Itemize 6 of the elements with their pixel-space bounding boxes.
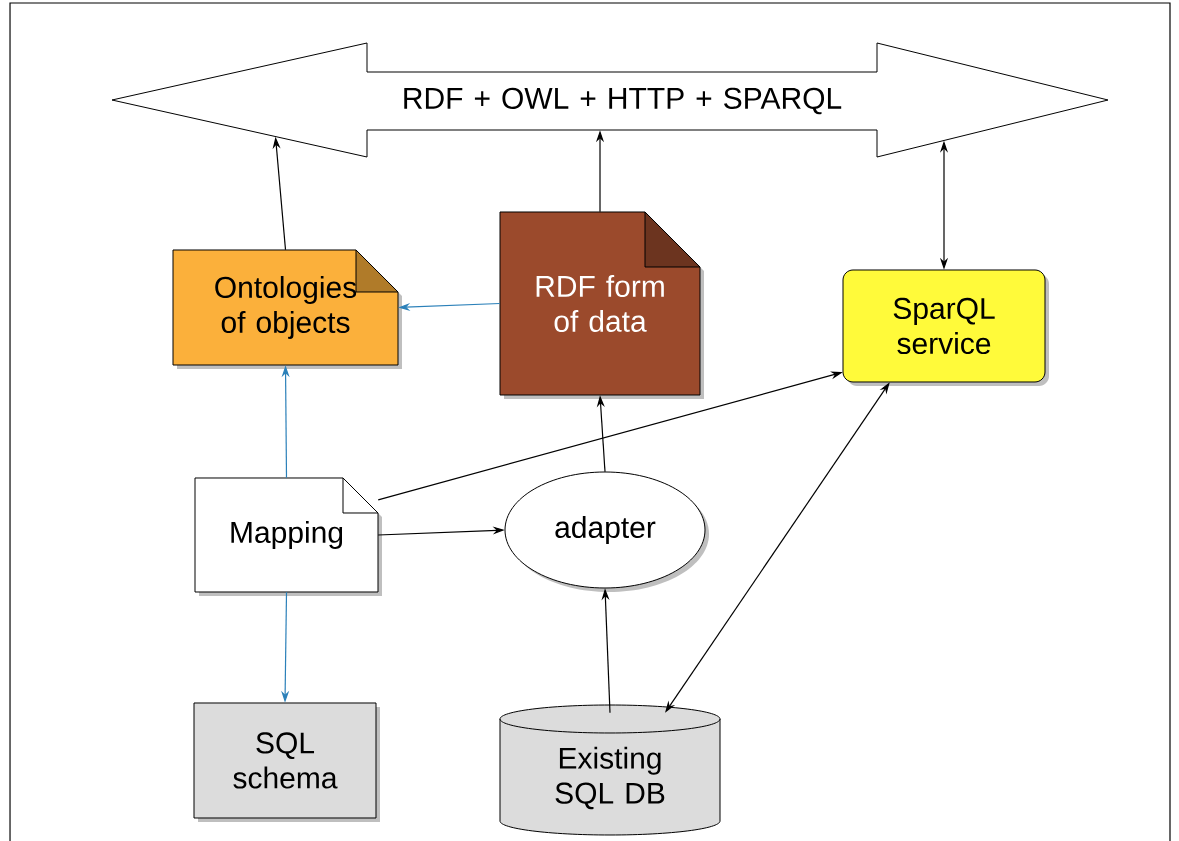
document-box: RDF form of data bbox=[499, 211, 704, 399]
document-box: Ontologies of objects bbox=[172, 249, 402, 369]
database-cylinder: Existing SQL DB bbox=[499, 704, 721, 836]
service-box: SparQL service bbox=[842, 269, 1049, 386]
schema-box: SQL schema bbox=[193, 702, 380, 822]
document-box: Mapping bbox=[194, 477, 382, 596]
